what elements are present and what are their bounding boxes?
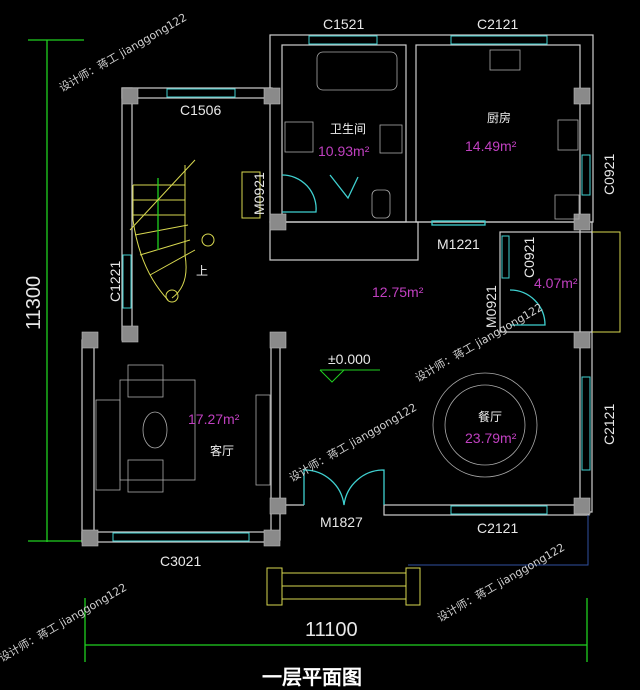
elevation-marker	[319, 369, 380, 383]
room-area-kitchen: 14.49m²	[465, 138, 517, 154]
doors	[241, 171, 621, 506]
room-area-dining: 23.79m²	[465, 430, 517, 446]
room-name-dining: 餐厅	[478, 409, 502, 424]
windows	[112, 35, 591, 542]
door-label-m0921-small: M0921	[483, 285, 499, 328]
room-name-kitchen: 厨房	[487, 110, 511, 125]
furniture	[95, 49, 580, 493]
staircase	[129, 159, 215, 303]
window-label-c3021: C3021	[160, 553, 201, 569]
porch-steps	[266, 515, 589, 606]
room-name-living: 客厅	[210, 443, 234, 458]
watermark: 设计师：蒋工 jianggong122	[413, 301, 545, 385]
room-name-bathroom: 卫生间	[330, 122, 366, 136]
dimension-lines	[28, 39, 588, 662]
watermark: 设计师：蒋工 jianggong122	[57, 11, 189, 95]
watermark: 设计师：蒋工 jianggong122	[287, 401, 419, 485]
watermark: 设计师：蒋工 jianggong122	[435, 541, 567, 625]
window-label-c1521: C1521	[323, 16, 364, 32]
door-label-m1221: M1221	[437, 236, 480, 252]
room-area-hall: 12.75m²	[372, 284, 424, 300]
room-area-bathroom: 10.93m²	[318, 143, 370, 159]
window-label-c1506: C1506	[180, 102, 221, 118]
window-label-c0921-kitchen: C0921	[601, 154, 617, 195]
height-dimension: 11300	[23, 276, 45, 330]
width-dimension: 11100	[305, 619, 358, 641]
window-label-c2121-front: C2121	[477, 520, 518, 536]
door-label-m1827: M1827	[320, 514, 363, 530]
window-label-c0921-small: C0921	[521, 237, 537, 278]
room-area-living: 17.27m²	[188, 411, 240, 427]
window-label-c2121-side: C2121	[601, 404, 617, 445]
window-label-c1221: C1221	[107, 261, 123, 302]
room-area-small-room: 4.07m²	[534, 275, 578, 291]
stair-up-label: 上	[196, 264, 208, 278]
door-label-m0921-bath: M0921	[251, 172, 267, 215]
watermark: 设计师：蒋工 jianggong122	[0, 581, 129, 665]
window-label-c2121-top: C2121	[477, 16, 518, 32]
columns	[81, 87, 591, 547]
drawing-title: 一层平面图	[262, 665, 362, 689]
elevation-label: ±0.000	[328, 351, 371, 367]
